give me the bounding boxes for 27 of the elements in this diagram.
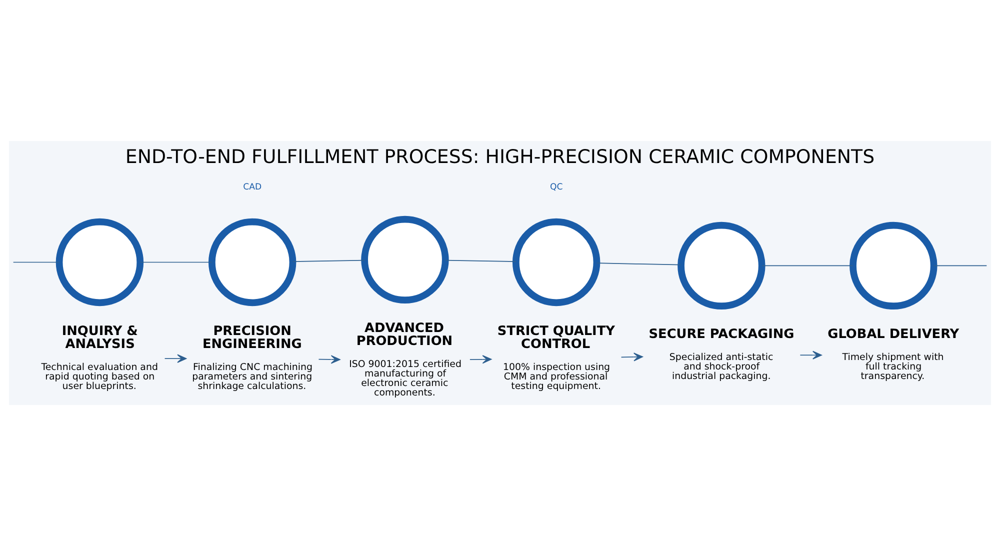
- connector: [292, 260, 365, 262]
- node-circle: [361, 216, 449, 304]
- node-text: ADVANCED PRODUCTION ISO 9001:2015 certified manufacturing of electronic ceramic components.: [349, 320, 462, 398]
- node-text: GLOBAL DELIVERY Timely shipment with full tracking transparency.: [828, 326, 960, 382]
- connector: [140, 262, 212, 263]
- label: QC: [550, 182, 563, 193]
- node-text: SECURE PACKAGING Specialized anti-static and shock-proof industrial packaging.: [648, 326, 794, 382]
- node-circle: [850, 222, 938, 310]
- connector: [596, 262, 682, 266]
- diagram-title: END-TO-END FULFILLMENT PROCESS: HIGH-PRECISION CERAMIC COMPONENTS: [125, 146, 875, 168]
- arrow: [800, 350, 822, 360]
- connector: [445, 260, 516, 262]
- connector: [934, 265, 988, 266]
- label: CAD: [243, 182, 262, 193]
- connector: [12, 262, 60, 263]
- arrow: [470, 355, 492, 364]
- node-circle: [678, 222, 766, 310]
- node-text: STRICT QUALITY CONTROL 100% inspection using CMM and professional testing equipment.: [497, 324, 615, 392]
- node-text: INQUIRY & ANALYSIS Technical evaluation and rapid quoting based on user blueprints.: [41, 324, 158, 392]
- arrow: [620, 352, 643, 362]
- node-circle: [56, 218, 144, 306]
- node-circle: [512, 218, 600, 306]
- node-text: PRECISION ENGINEERING Finalizing CNC machining parameters and sintering shrinkage calculations.: [192, 324, 313, 392]
- arrow: [164, 354, 187, 363]
- arrow: [318, 355, 340, 364]
- connector: [762, 265, 854, 266]
- node-circle: [208, 218, 296, 306]
